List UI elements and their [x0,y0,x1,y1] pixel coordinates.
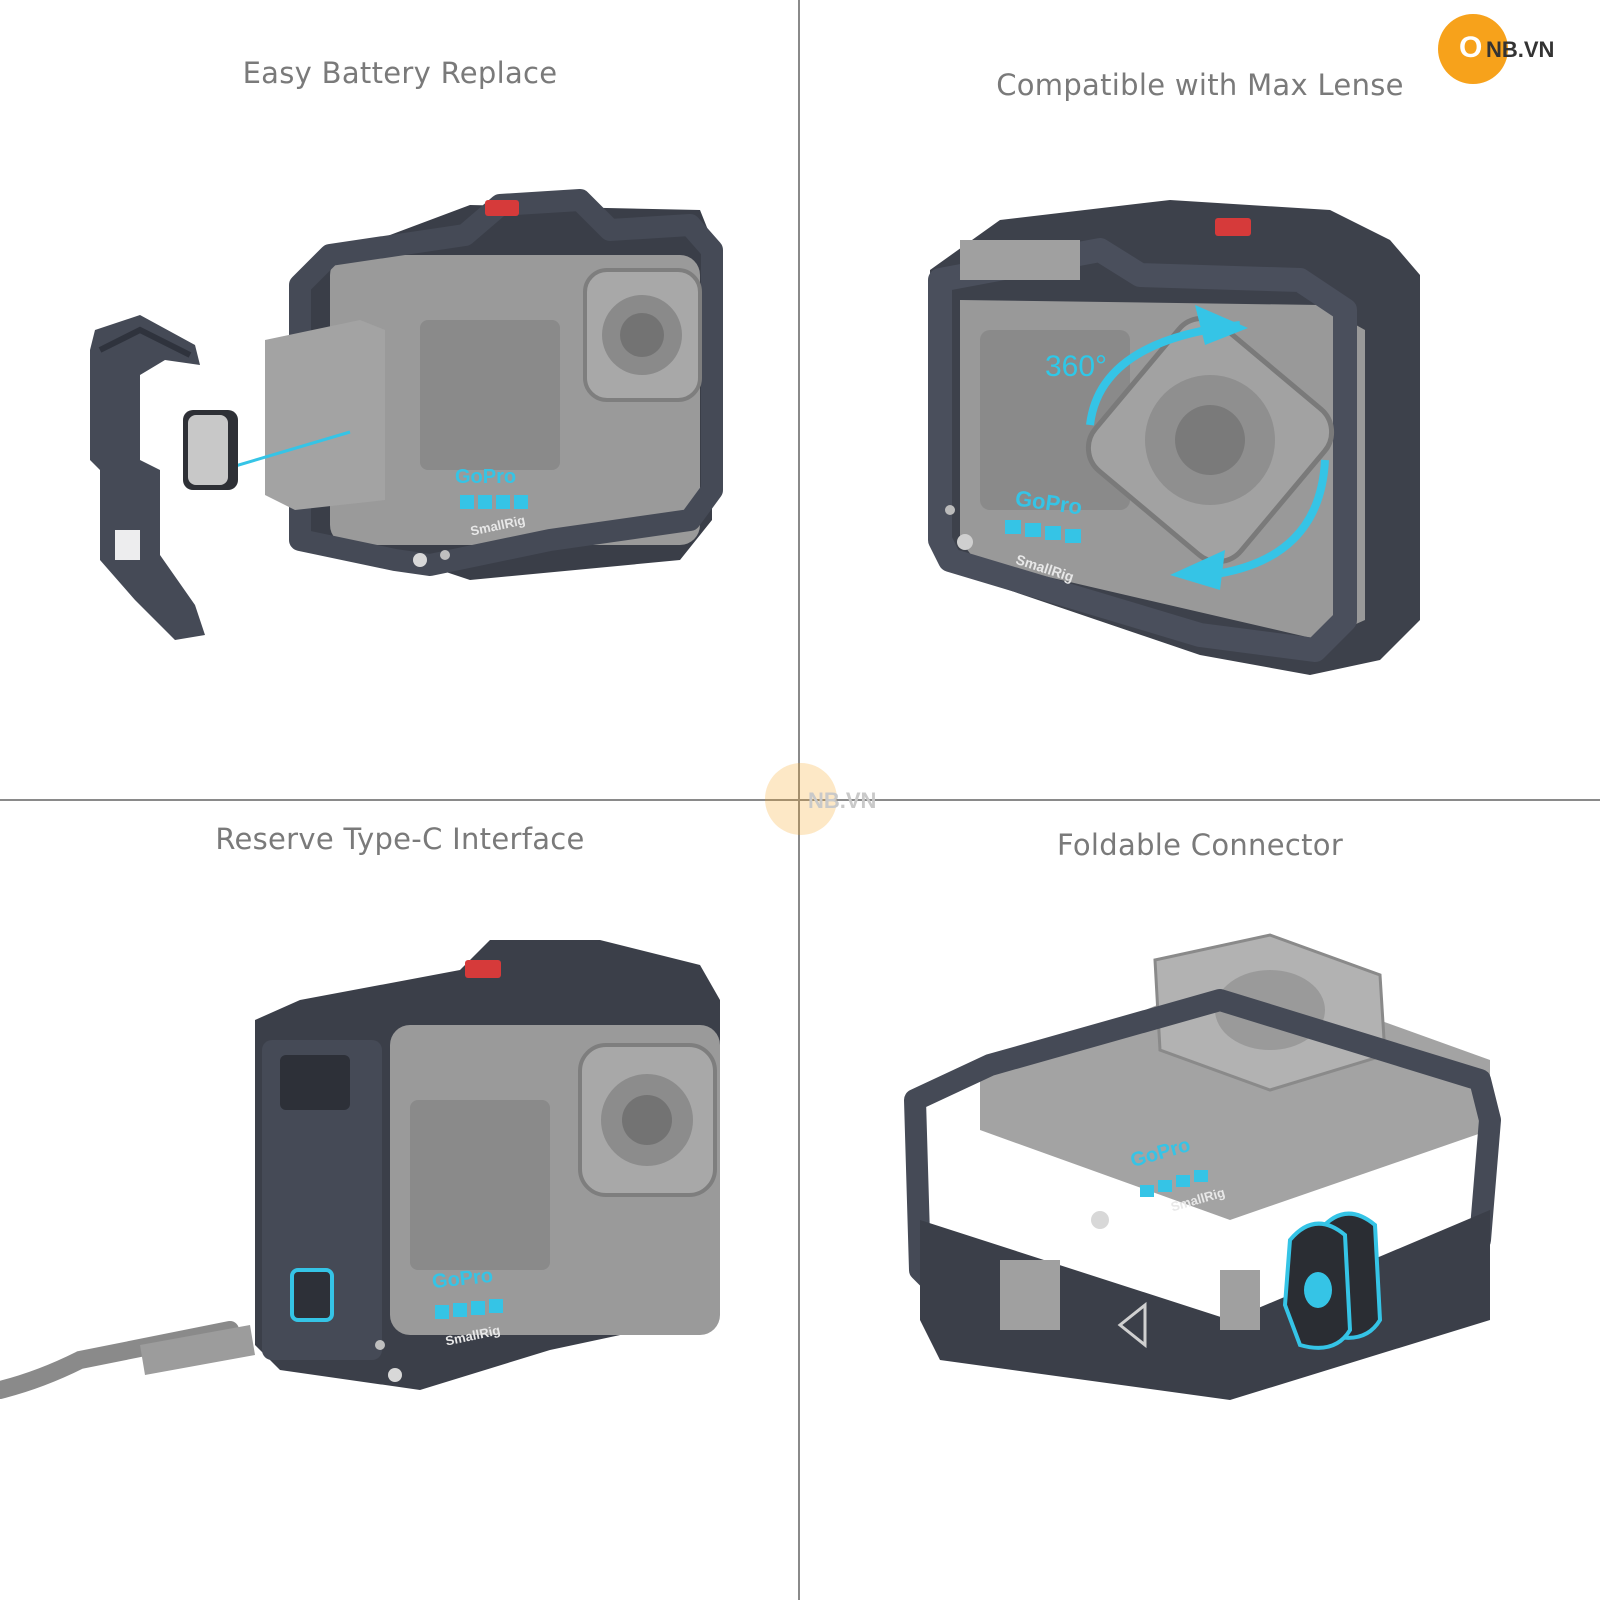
panel-battery: Easy Battery Replace [0,0,800,800]
logo-letter: O [1459,31,1483,64]
panel-foldable-connector: Foldable Connector [800,800,1600,1600]
max-lens-illustration [928,200,1420,675]
logo-text: NB.VN [1486,37,1555,62]
foldable-connector-illustration [904,933,1501,1400]
camera-brand-label: GoPro [455,466,517,488]
type-c-illustration [0,940,720,1399]
rotation-angle-label: 360° [1045,350,1108,383]
panel-title: Easy Battery Replace [242,56,558,90]
battery-illustration [90,189,723,640]
onb-logo-icon [1438,14,1508,84]
panel-max-lens: Compatible with Max Lense [800,0,1600,800]
panel-title: Compatible with Max Lense [996,68,1404,102]
watermark-text: NB.VN [808,788,877,813]
watermark-logo-icon [765,763,837,835]
panel-title: Foldable Connector [1056,828,1344,862]
panel-type-c: Reserve Type-C Interface [0,800,800,1600]
panel-title: Reserve Type-C Interface [215,822,585,856]
horizontal-divider [0,799,1600,801]
